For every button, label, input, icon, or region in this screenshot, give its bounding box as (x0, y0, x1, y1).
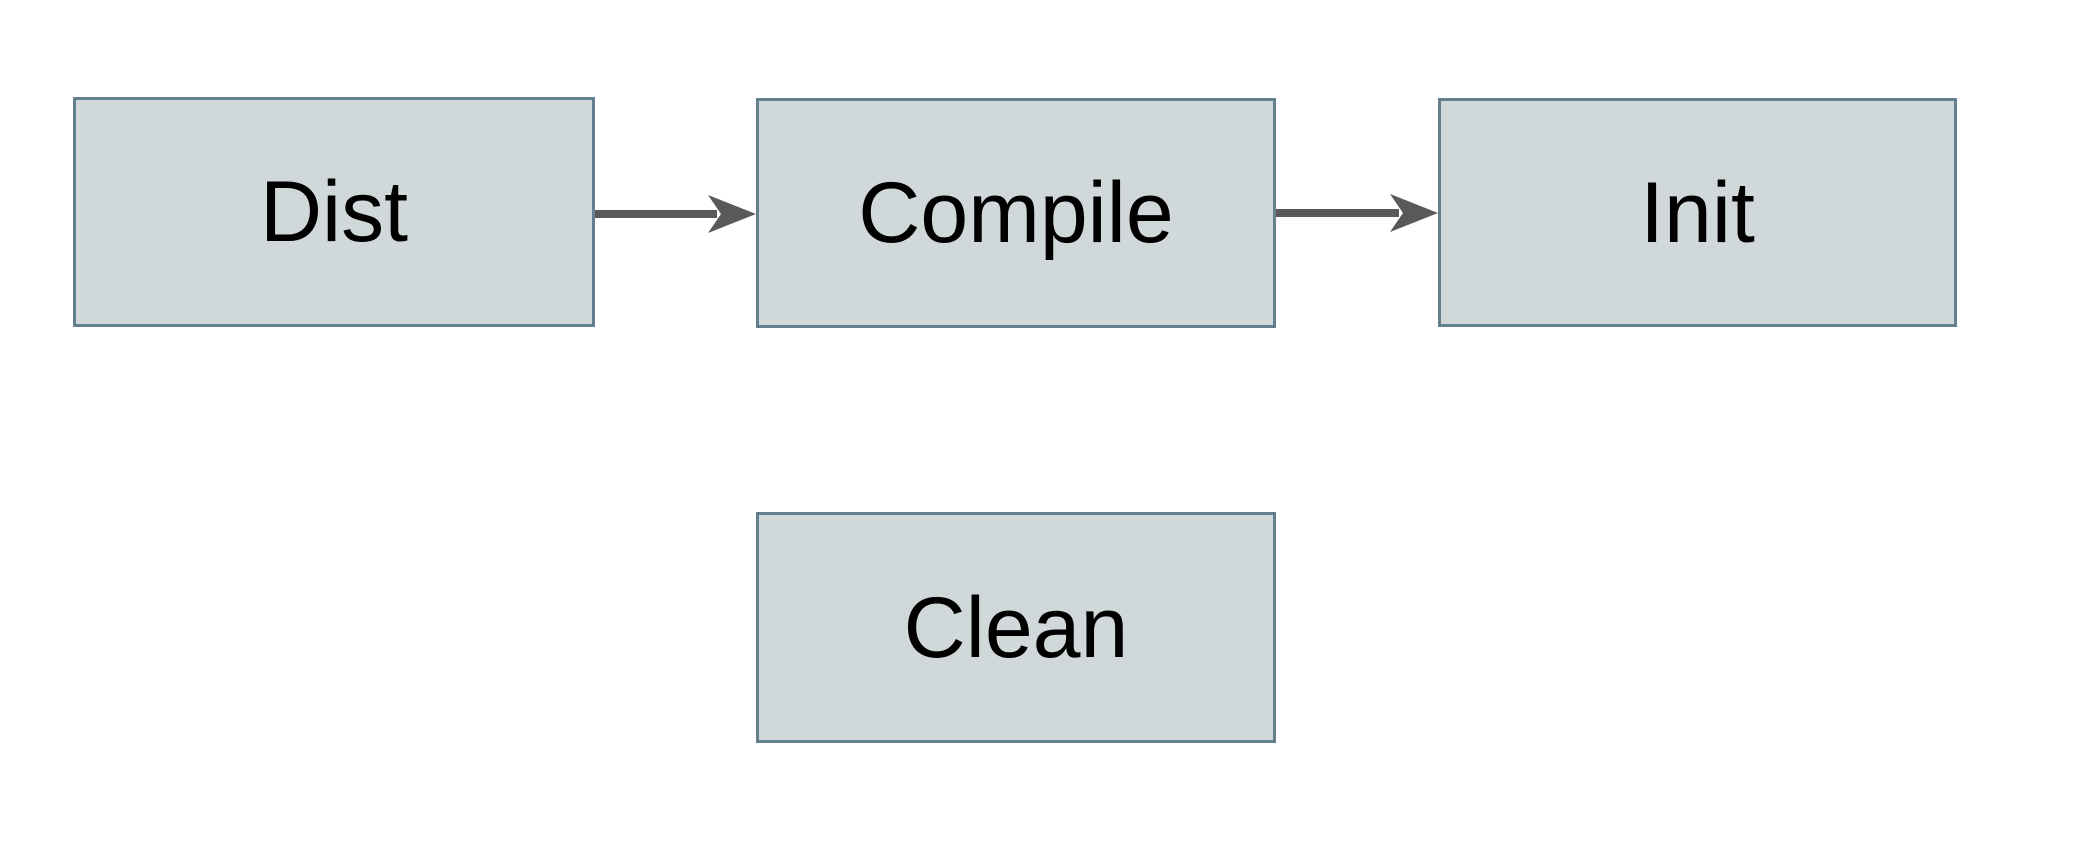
node-init-label: Init (1640, 164, 1755, 261)
arrow-head-icon (708, 195, 756, 233)
arrow-head-icon (1390, 194, 1438, 232)
node-dist-label: Dist (259, 164, 409, 260)
node-init: Init (1438, 98, 1957, 327)
node-dist: Dist (73, 97, 595, 327)
arrow-dist-to-compile (595, 195, 756, 233)
arrow-compile-to-init (1276, 194, 1438, 232)
node-clean: Clean (756, 512, 1276, 743)
node-clean-label: Clean (903, 579, 1129, 676)
node-compile-label: Compile (858, 165, 1174, 261)
node-compile: Compile (756, 98, 1276, 328)
